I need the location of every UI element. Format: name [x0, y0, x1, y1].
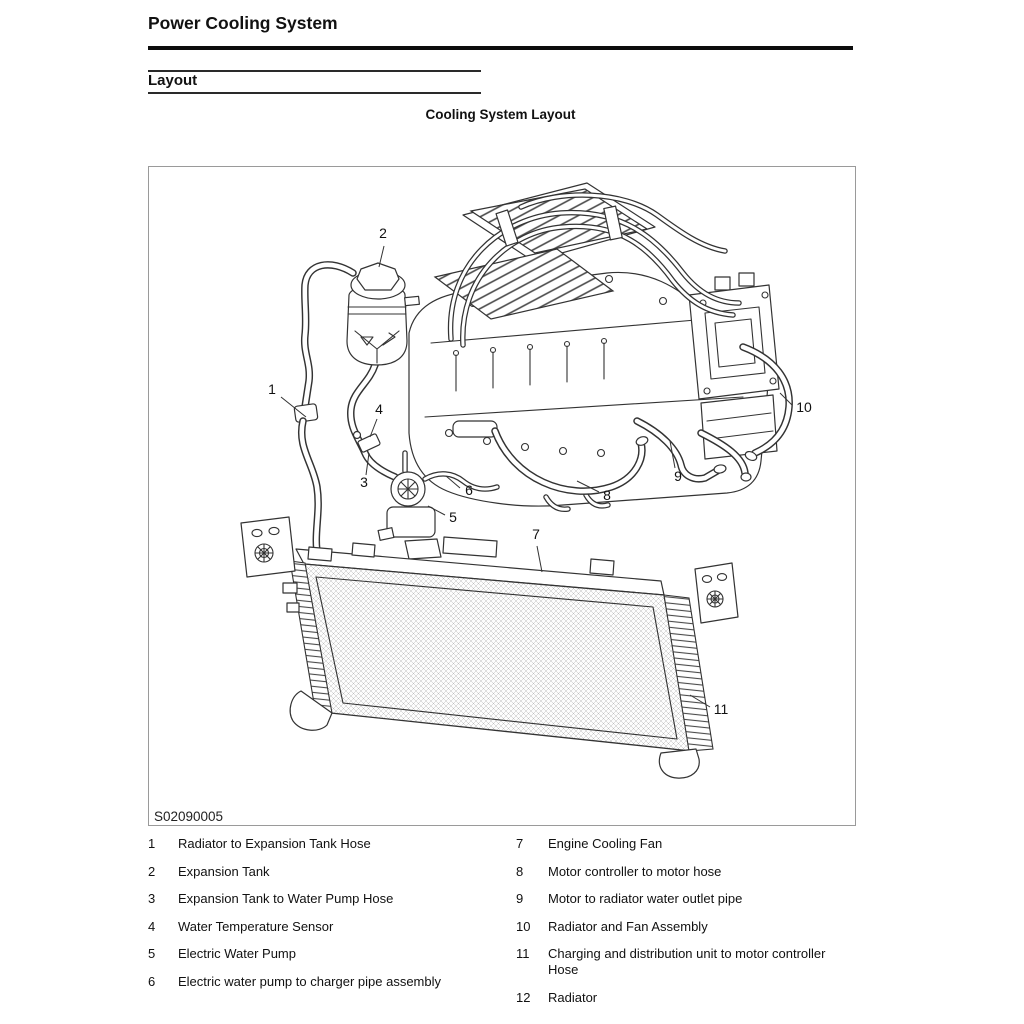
legend-item-12: 12 Radiator [516, 990, 860, 1006]
callout-2: 2 [379, 225, 387, 241]
callout-4: 4 [375, 401, 383, 417]
callout-5: 5 [449, 509, 457, 525]
motor-charger-assembly [408, 182, 780, 512]
legend-label: Electric Water Pump [178, 946, 296, 961]
legend-num: 2 [148, 863, 156, 879]
legend-item-7: 7 Engine Cooling Fan [516, 836, 860, 852]
tank-spout [404, 295, 420, 307]
legend-num: 4 [148, 918, 156, 934]
radiator-assembly [240, 516, 739, 779]
callout-7: 7 [532, 526, 540, 542]
legend-label: Radiator [548, 989, 598, 1005]
callout-6: 6 [465, 482, 473, 498]
callout-3: 3 [360, 474, 368, 490]
radiator-left-bracket [240, 516, 296, 578]
legend-item-6: 6 Electric water pump to charger pipe as… [148, 974, 508, 990]
legend-num: 1 [148, 836, 156, 851]
legend-num: 8 [516, 863, 524, 879]
hose-8-end [635, 436, 649, 446]
legend-item-1: 1 Radiator to Expansion Tank Hose [148, 836, 508, 852]
legend-item-10: 10 Radiator and Fan Assembly [516, 919, 860, 935]
legend-num: 7 [516, 836, 524, 851]
motor-controller [688, 272, 780, 460]
expansion-tank [346, 262, 420, 366]
radiator-right-bracket [694, 562, 739, 624]
figure-caption: Cooling System Layout [425, 107, 576, 122]
ribbed-cover-mid [433, 248, 615, 320]
legend-item-11: 11 Charging and distribution unit to mot… [516, 946, 860, 978]
tank-cap [356, 262, 400, 291]
hose-coupling [293, 403, 319, 423]
legend-label: Motor to radiator water outlet pipe [548, 891, 743, 906]
hose-10-end [744, 450, 758, 462]
legend-item-3: 3 Expansion Tank to Water Pump Hose [148, 891, 508, 907]
water-temperature-sensor [352, 430, 381, 453]
coolant-tubes [451, 195, 739, 345]
callouts: 1 2 3 4 5 6 7 8 9 10 11 [268, 225, 812, 717]
hose-9-end [713, 464, 727, 474]
section-rule-top [148, 70, 481, 72]
motor-hoses [495, 347, 789, 491]
legend-label: Motor controller to motor hose [548, 863, 722, 879]
legend-item-5: 5 Electric Water Pump [148, 946, 508, 962]
legend-num: 5 [148, 946, 156, 961]
callout-11: 11 [714, 701, 729, 717]
legend-num: 10 [516, 918, 531, 934]
legend-column-right: 7 Engine Cooling Fan 8 Motor controller … [516, 836, 860, 1017]
cooling-system-figure: 1 2 3 4 5 6 7 8 9 10 11 S02090005 [148, 166, 856, 826]
radiator-right-tank [663, 594, 714, 752]
legend-item-2: 2 Expansion Tank [148, 864, 508, 880]
legend-num: 9 [516, 891, 524, 906]
hose-11-end [740, 472, 752, 482]
cooling-system-diagram: 1 2 3 4 5 6 7 8 9 10 11 [240, 182, 812, 779]
legend-label: Engine Cooling Fan [548, 836, 663, 851]
legend-label: Water Temperature Sensor [178, 918, 334, 934]
legend-num: 11 [516, 946, 530, 961]
section-rule-bottom [148, 92, 481, 94]
title-rule [148, 46, 853, 50]
callout-10: 10 [796, 399, 812, 415]
legend-label: Expansion Tank to Water Pump Hose [178, 891, 394, 906]
legend-item-8: 8 Motor controller to motor hose [516, 864, 860, 880]
legend-num: 6 [148, 973, 156, 989]
figure-code: S02090005 [154, 809, 224, 824]
legend-num: 3 [148, 891, 156, 906]
legend-label: Radiator to Expansion Tank Hose [178, 836, 371, 851]
electric-water-pump [377, 453, 497, 560]
legend-label: Charging and distribution unit to motor … [548, 946, 826, 977]
callout-9: 9 [674, 468, 682, 484]
callout-1: 1 [268, 381, 276, 397]
section-heading: Layout [148, 72, 198, 89]
legend-column-left: 1 Radiator to Expansion Tank Hose 2 Expa… [148, 836, 508, 1001]
legend-label: Expansion Tank [178, 863, 270, 879]
engine-studs [452, 337, 608, 392]
page-title: Power Cooling System [148, 13, 338, 33]
legend-num: 12 [516, 989, 531, 1005]
legend-item-9: 9 Motor to radiator water outlet pipe [516, 891, 860, 907]
legend-label: Radiator and Fan Assembly [548, 918, 708, 934]
radiator-core [303, 563, 692, 752]
legend-label: Electric water pump to charger pipe asse… [178, 973, 442, 989]
callout-8: 8 [603, 487, 611, 503]
legend-item-4: 4 Water Temperature Sensor [148, 919, 508, 935]
